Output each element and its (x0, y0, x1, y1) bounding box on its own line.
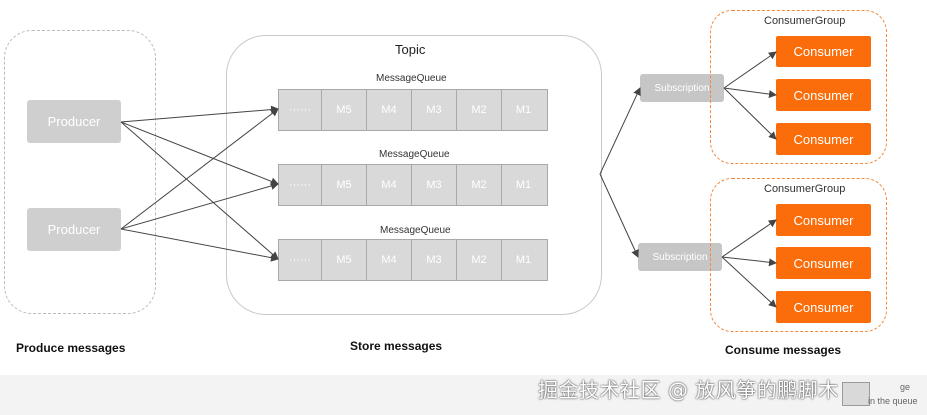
legend-fragment-1: ge (900, 382, 911, 392)
arrow-producer-2-queue-3 (120, 228, 279, 262)
producer-label: Producer (47, 114, 101, 129)
queue-cell: M5 (322, 90, 367, 130)
message-queue-2: ······ M5 M4 M3 M2 M1 (278, 164, 548, 206)
arrow-topic-subscription-1 (599, 87, 641, 175)
queue-cell: M2 (457, 90, 502, 130)
consumer: Consumer (776, 123, 871, 155)
queue-cell: M4 (367, 240, 412, 280)
consumer: Consumer (776, 36, 871, 67)
queue-cell-ellipsis: ······ (279, 240, 322, 280)
subscription-2: Subscription (638, 243, 722, 271)
subscription-label: Subscription (652, 251, 708, 263)
queue-cell: M5 (322, 165, 367, 205)
arrow-producer-1-queue-1 (120, 105, 279, 123)
consumer-group-label: ConsumerGroup (764, 15, 846, 27)
consume-messages-label: Consume messages (725, 343, 842, 357)
consumer-label: Consumer (793, 255, 854, 271)
consumer: Consumer (776, 291, 871, 323)
producer-1: Producer (27, 100, 121, 143)
message-queue-1: ······ M5 M4 M3 M2 M1 (278, 89, 548, 131)
consumer-label: Consumer (793, 87, 854, 103)
queue-cell: M4 (367, 165, 412, 205)
queue-cell: M1 (515, 104, 532, 116)
queue-cell: M1 (515, 254, 532, 266)
consumer: Consumer (776, 204, 871, 236)
producer-label: Producer (47, 222, 101, 237)
queue-cell: M4 (367, 90, 412, 130)
legend-fragment-2: in the queue (868, 396, 918, 406)
topic-box (226, 35, 602, 315)
queue-cell: M5 (322, 240, 367, 280)
arrow-subscription-1-consumer-2 (723, 87, 777, 99)
queue-cell-ellipsis: ······ (279, 90, 322, 130)
queue-cell: M2 (457, 165, 502, 205)
queue-cell: M2 (457, 240, 502, 280)
consumer-group-label: ConsumerGroup (764, 183, 846, 195)
produce-messages-label: Produce messages (16, 341, 126, 355)
queue-cell: M3 (412, 165, 457, 205)
consumer: Consumer (776, 79, 871, 111)
produce-group (4, 30, 156, 314)
arrow-producer-2-queue-1 (120, 108, 279, 230)
arrow-subscription-2-consumer-1 (721, 219, 777, 258)
arrow-producer-1-queue-2 (120, 121, 279, 186)
queue-cell: M3 (412, 240, 457, 280)
queue-cell: M1 (515, 179, 532, 191)
legend-swatch (842, 382, 870, 406)
footer-bar (0, 375, 927, 415)
queue-label: MessageQueue (379, 149, 450, 160)
arrow-subscription-2-consumer-3 (721, 256, 777, 308)
consumer-label: Consumer (793, 212, 854, 228)
queue-cell: M3 (412, 90, 457, 130)
subscription-label: Subscription (654, 82, 710, 94)
arrow-producer-2-queue-2 (120, 182, 279, 230)
watermark-text: 掘金技术社区 @ 放风筝的鹏脚木 (538, 378, 839, 402)
consumer-group-2 (710, 178, 887, 332)
consumer-label: Consumer (793, 131, 854, 147)
arrow-subscription-2-consumer-2 (721, 256, 777, 267)
arrow-topic-subscription-2 (599, 173, 639, 258)
consumer-group-1 (710, 10, 887, 164)
consumer-label: Consumer (793, 44, 854, 59)
queue-label: MessageQueue (380, 225, 451, 236)
topic-title: Topic (395, 42, 426, 57)
arrow-producer-1-queue-3 (120, 121, 279, 260)
arrow-subscription-1-consumer-3 (723, 87, 777, 140)
consumer: Consumer (776, 247, 871, 279)
producer-2: Producer (27, 208, 121, 251)
store-messages-label: Store messages (350, 339, 443, 353)
queue-label: MessageQueue (376, 73, 447, 84)
message-queue-3: ······ M5 M4 M3 M2 M1 (278, 239, 548, 281)
consumer-label: Consumer (793, 299, 854, 315)
queue-cell-ellipsis: ······ (279, 165, 322, 205)
arrow-subscription-1-consumer-1 (723, 51, 777, 89)
